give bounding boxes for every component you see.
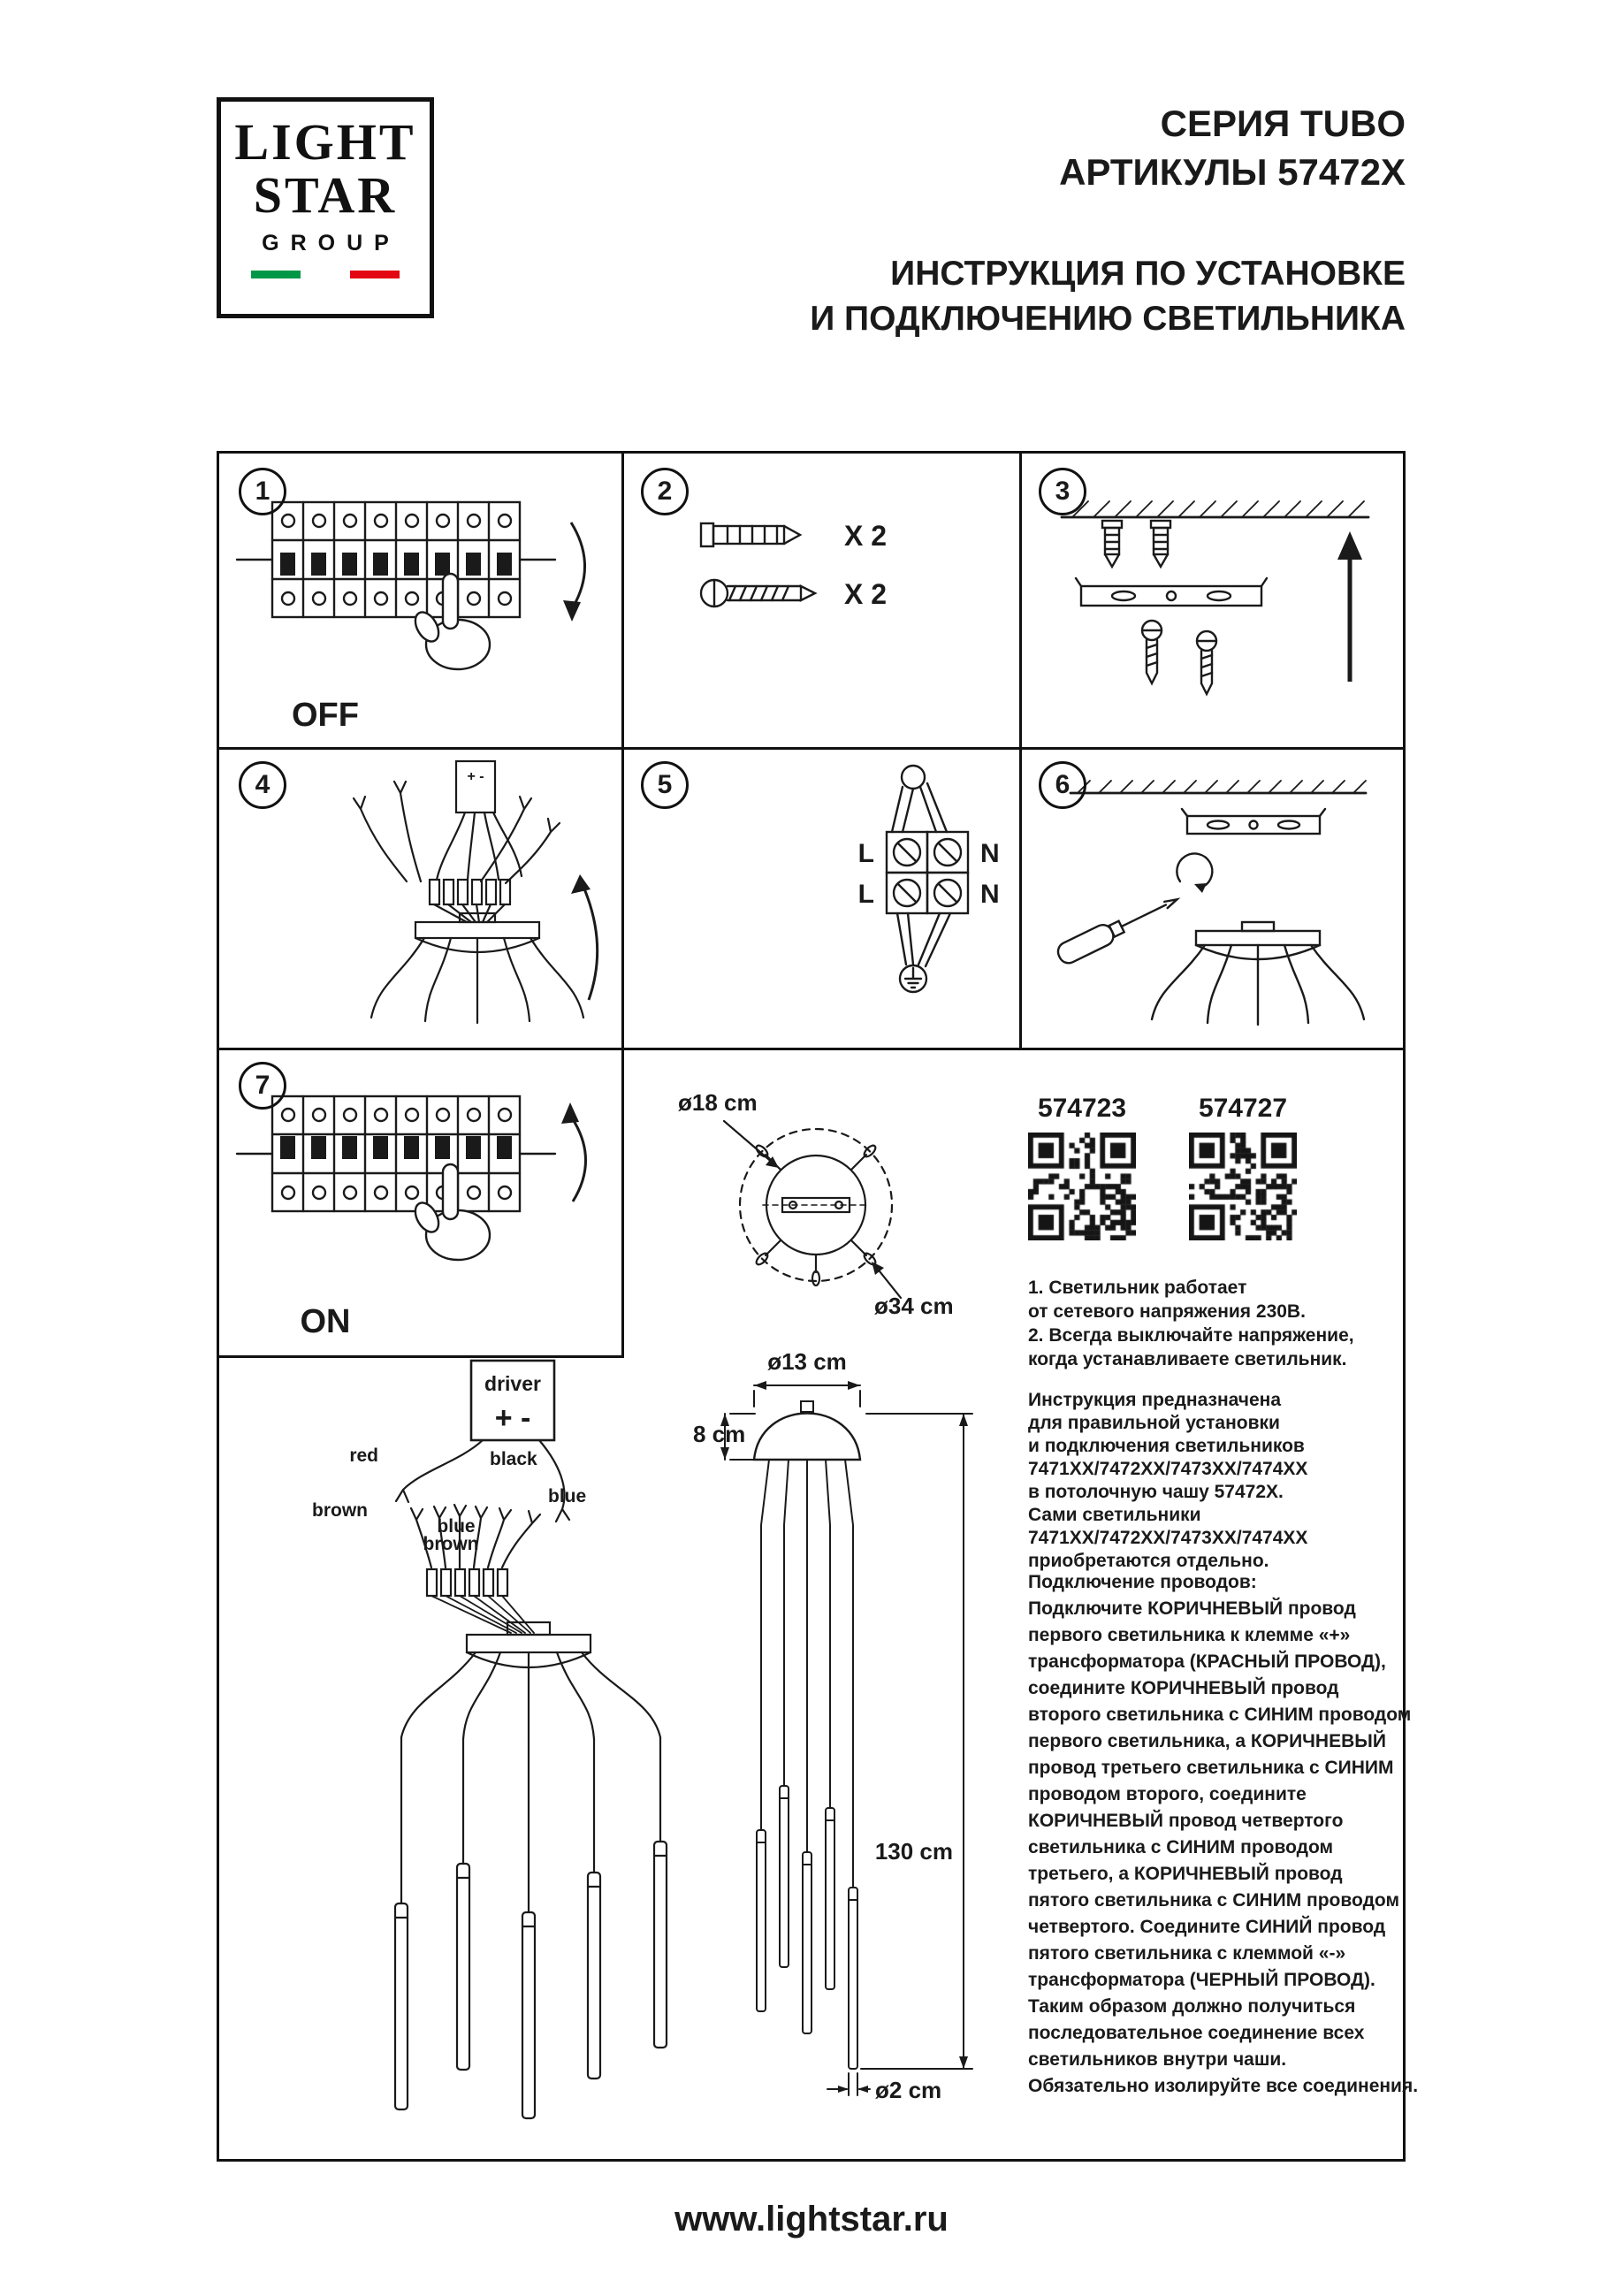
polarity-label: + - <box>495 1401 531 1435</box>
cup-height-label: 8 cm <box>693 1421 745 1447</box>
cup-top-view-drawing: ø18 cm ø34 cm <box>678 1089 954 1319</box>
step-number: 6 <box>1039 761 1086 809</box>
logo-word-light: LIGHT <box>234 113 416 171</box>
lightstar-logo: LIGHT STAR GROUP <box>217 97 434 318</box>
pointing-hand-icon <box>414 1163 491 1262</box>
off-label: OFF <box>292 697 359 734</box>
breaker-on-illustration: ON <box>235 1095 587 1340</box>
hardware-illustration: X 2 X 2 <box>699 520 887 610</box>
brown-wire-label: brown <box>312 1500 368 1521</box>
black-wire <box>537 1438 571 1523</box>
italian-flag-icon <box>251 271 400 278</box>
on-label: ON <box>301 1303 351 1340</box>
outer-diameter-label: ø34 cm <box>874 1293 954 1319</box>
blue-wire-label: blue <box>548 1486 586 1507</box>
qr-code-right <box>1189 1133 1297 1240</box>
drop-length-label: 130 cm <box>875 1838 953 1865</box>
inner-diameter-label: ø18 cm <box>678 1089 758 1116</box>
step-6-cell: 6 <box>1019 747 1408 1048</box>
logo-word-star: STAR <box>253 166 398 224</box>
step-4-cell: + - 4 <box>219 747 621 1048</box>
lift-arrow-icon <box>571 874 599 1001</box>
up-arrow-icon <box>1337 531 1362 682</box>
qr-code-left <box>1028 1133 1136 1240</box>
screw-icon <box>1140 619 1163 686</box>
driver-box <box>469 1359 556 1442</box>
ground-symbol-icon <box>898 964 928 994</box>
mounting-bracket-icon <box>1074 576 1269 607</box>
series-title: СЕРИЯ TUBO <box>1160 103 1406 144</box>
black-wire-label: black <box>490 1449 537 1469</box>
screw-icon <box>699 578 818 608</box>
instruction-title: ИНСТРУКЦИЯ ПО УСТАНОВКЕ И ПОДКЛЮЧЕНИЮ СВ… <box>810 251 1406 341</box>
terminal-label-L-top: L <box>858 839 874 868</box>
step-number: 7 <box>239 1062 286 1110</box>
step-number: 5 <box>641 761 689 809</box>
screw-icon <box>1195 629 1218 697</box>
anchor-in-ceiling-icon <box>1101 519 1124 569</box>
driver-label: driver <box>484 1372 541 1395</box>
wall-anchor-icon <box>699 522 803 548</box>
brown-wire-mid-label: brown <box>423 1534 479 1554</box>
grid-line <box>621 454 624 1358</box>
step-number: 3 <box>1039 468 1086 515</box>
step-7-cell: ON 7 <box>219 1048 621 1357</box>
step-3-cell: 3 <box>1019 454 1408 747</box>
red-wire-label: red <box>349 1445 378 1466</box>
wiring-diagram: driver + - red black brown blue blue bro… <box>312 1359 668 2120</box>
ceiling-cup-icon <box>1150 920 1366 1026</box>
step-number: 2 <box>641 468 689 515</box>
grid-line <box>219 1355 621 1358</box>
step-2-cell: X 2 X 2 2 <box>621 454 1019 747</box>
breaker-toggles-up <box>280 1136 512 1159</box>
terminal-block-illustration: L N L N <box>858 764 1000 994</box>
cup-profile <box>752 1412 862 1461</box>
header: СЕРИЯ TUBO АРТИКУЛЫ 57472X ИНСТРУКЦИЯ ПО… <box>810 99 1406 341</box>
blue-wire-mid-label: blue <box>437 1516 475 1537</box>
step-5-cell: L N L N 5 <box>621 747 1019 1048</box>
tube-diameter-label: ø2 cm <box>875 2077 941 2103</box>
wiring-paragraph-title: Подключение проводов: <box>1028 1572 1257 1592</box>
mounting-bracket-icon <box>1180 807 1327 835</box>
wire-connection-illustration: + - <box>352 759 599 1025</box>
cup-diameter-label: ø13 cm <box>767 1348 847 1375</box>
dimension-drawing: ø13 cm 8 cm 130 cm ø2 cm <box>693 1348 973 2103</box>
articles-title: АРТИКУЛЫ 57472X <box>1059 151 1406 193</box>
flip-up-arrow-icon <box>561 1102 587 1202</box>
logo-word-group: GROUP <box>262 231 400 256</box>
anchor-quantity: X 2 <box>844 520 887 552</box>
safety-notes: 1. Светильник работает от сетевого напря… <box>1028 1278 1354 1369</box>
instruction-title-line2: И ПОДКЛЮЧЕНИЮ СВЕТИЛЬНИКА <box>810 300 1406 338</box>
grid-line <box>219 1048 1403 1050</box>
step-1-cell: OFF 1 <box>219 454 621 747</box>
turn-arrow-icon <box>1176 852 1214 889</box>
instruction-title-line1: ИНСТРУКЦИЯ ПО УСТАНОВКЕ <box>890 255 1406 293</box>
website-url: www.lightstar.ru <box>674 2200 949 2239</box>
terminal-label-N-bottom: N <box>980 880 1000 909</box>
wiring-paragraph: Подключите КОРИЧНЕВЫЙ провод первого све… <box>1028 1598 1419 2096</box>
article-number-left: 574723 <box>1037 1094 1127 1123</box>
terminal-label-N-top: N <box>980 839 1000 868</box>
ceiling-mount-illustration <box>1060 500 1370 697</box>
step-number: 1 <box>239 468 286 515</box>
driver-polarity-marks: + - <box>467 769 484 784</box>
grid-line <box>1019 454 1022 1048</box>
installation-paragraph: Инструкция предназначена для правильной … <box>1028 1390 1308 1571</box>
flip-down-arrow-icon <box>563 522 586 622</box>
breaker-toggles-down <box>280 553 512 576</box>
step-number: 4 <box>239 761 286 809</box>
breaker-off-illustration: OFF <box>235 500 586 734</box>
pendant-tube-icon <box>756 1785 858 2070</box>
anchor-in-ceiling-icon <box>1149 519 1172 569</box>
screw-quantity: X 2 <box>844 578 887 610</box>
instruction-grid: OFF 1 <box>217 451 1418 2162</box>
article-number-right: 574727 <box>1198 1094 1288 1123</box>
red-wire <box>394 1438 484 1504</box>
terminal-label-L-bottom: L <box>858 880 874 909</box>
pendant-tube-icon <box>393 1840 668 2120</box>
screwdriver-icon <box>1056 897 1181 965</box>
grid-line <box>219 747 1403 750</box>
pointing-hand-icon <box>414 572 491 671</box>
